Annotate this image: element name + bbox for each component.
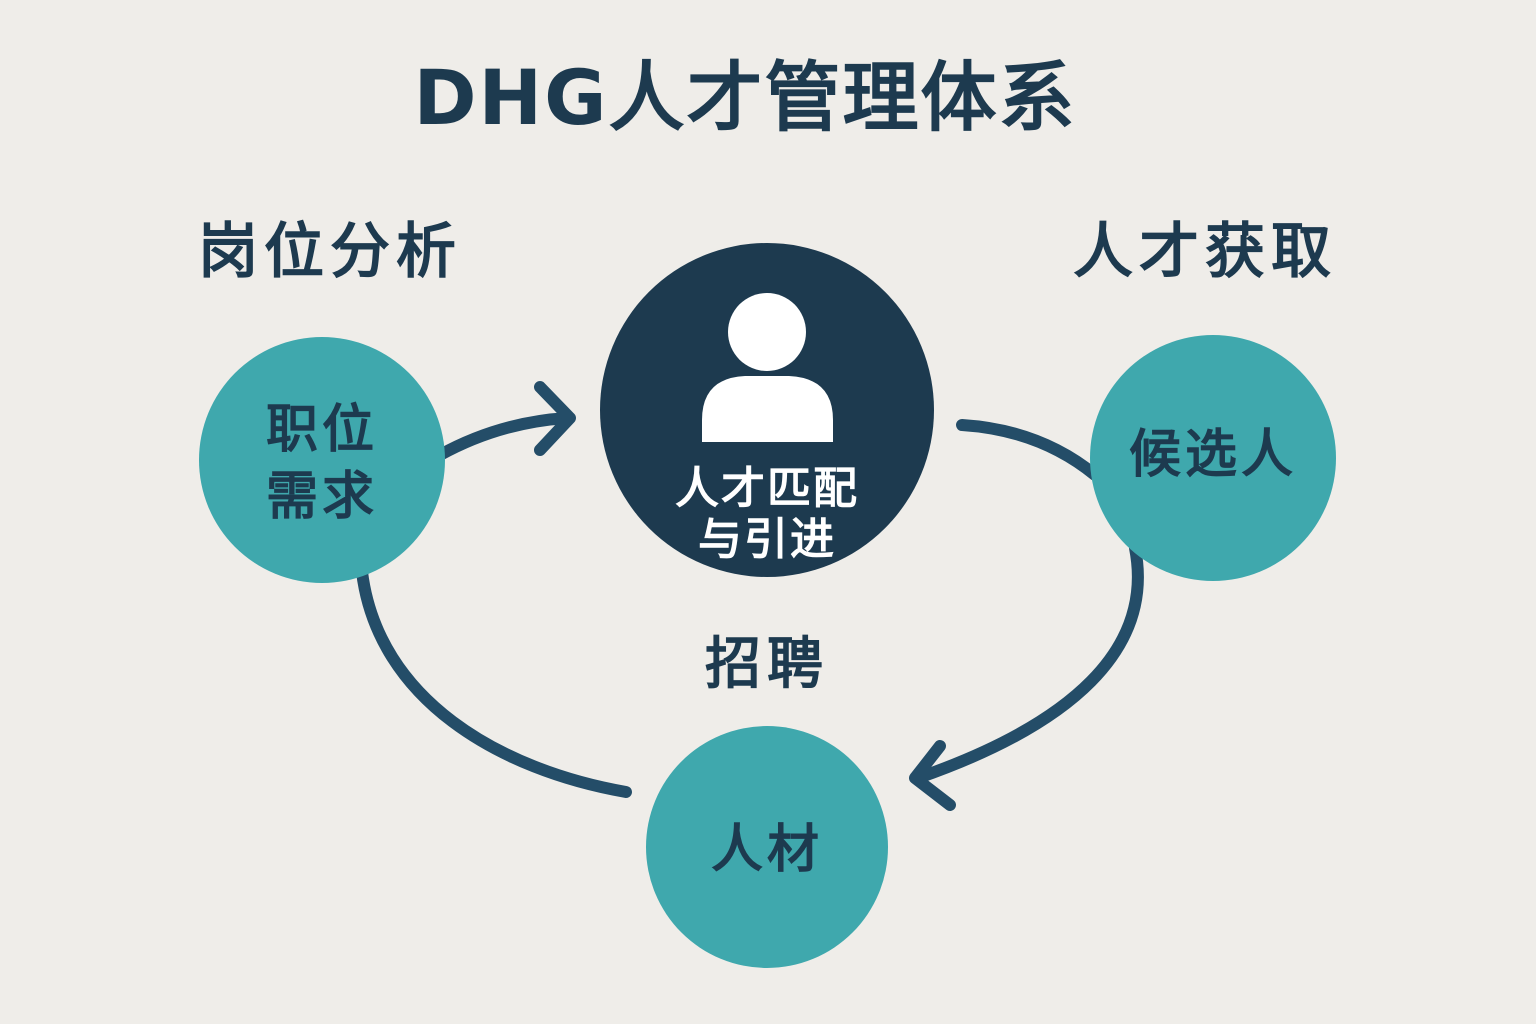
arrowhead-center <box>534 381 576 456</box>
left-node-circle <box>199 337 445 583</box>
label-talent-acquisition: 人才获取 <box>1073 217 1337 287</box>
person-icon <box>702 293 833 442</box>
arrow-left-to-center <box>434 412 574 461</box>
bottom-node-circle <box>646 726 888 968</box>
arrowhead-bottom <box>909 740 956 811</box>
arrow-left-to-bottom <box>356 566 632 798</box>
label-job-analysis: 岗位分析 <box>198 217 462 287</box>
page-title: DHG人才管理体系 <box>413 53 1077 142</box>
arrow-center-to-right <box>956 419 1101 481</box>
right-node-circle <box>1090 335 1336 581</box>
bottom-node-label: 人材 <box>710 820 823 880</box>
left-node-line1: 职位 <box>265 400 378 460</box>
center-node-line2: 与引进 <box>698 514 836 565</box>
center-node-line1: 人才匹配 <box>675 463 859 514</box>
left-node-line2: 需求 <box>265 467 378 527</box>
arrow-right-to-bottom <box>912 542 1144 784</box>
label-recruitment: 招聘 <box>705 632 829 697</box>
right-node-label: 候选人 <box>1128 425 1297 485</box>
